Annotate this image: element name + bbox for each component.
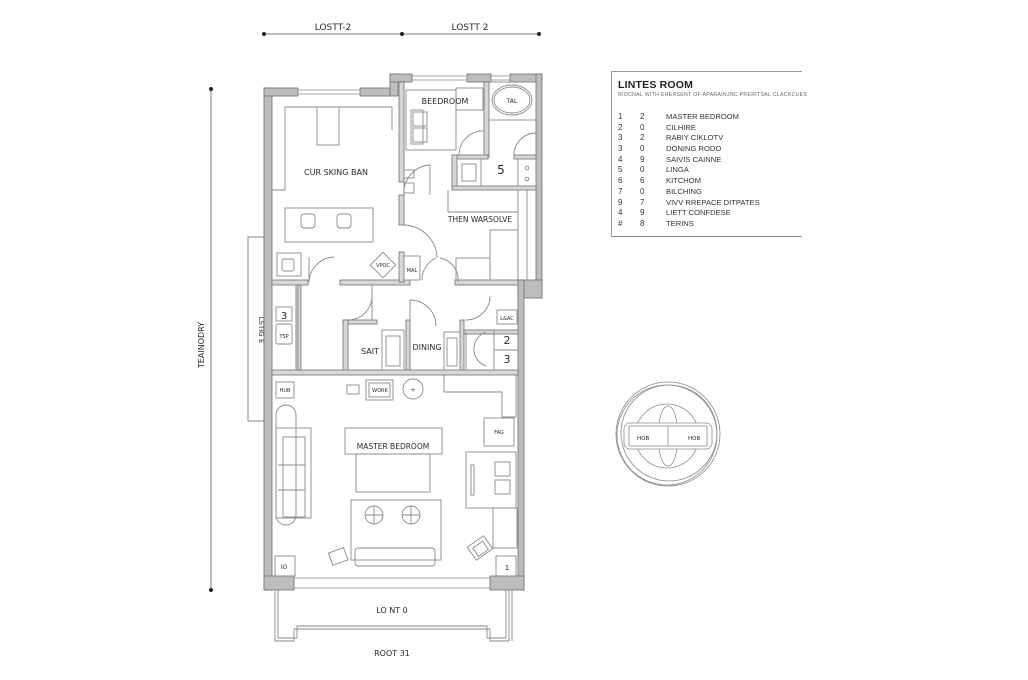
legend-room-name: MASTER BEDROOM — [666, 112, 739, 121]
legend-row: 2 0 CILHIRE — [618, 123, 760, 134]
interior-walls — [271, 81, 537, 376]
left-cabinet-label: TSP — [278, 334, 288, 340]
plus-icon: + — [410, 387, 415, 394]
master-bedroom-furniture — [274, 374, 518, 577]
fixture-label-work: WORK — [372, 388, 388, 394]
legend-count: 2 — [640, 133, 645, 143]
balcony-label: LO NT 0 — [376, 606, 408, 615]
dining-chairs — [364, 505, 421, 525]
top-dimension-line — [262, 32, 541, 36]
left-cabinet — [271, 284, 299, 371]
legend-row: 3 2 RABIY CIKLOTV — [618, 133, 760, 144]
utility-label-laundry: L&AC — [500, 316, 514, 322]
legend-index: 3 — [618, 144, 623, 154]
legend-count: 9 — [640, 154, 645, 164]
sait-dining-fixtures — [381, 329, 461, 371]
legend-count: 8 — [640, 218, 645, 228]
left-dimension-line — [209, 87, 213, 592]
bathtub — [488, 81, 537, 156]
legend-index: 4 — [618, 154, 623, 164]
legend-index: 1 — [618, 112, 623, 121]
legend-row: 1 2 MASTER BEDROOM — [618, 112, 760, 123]
room-label-living: CUR SKING BAN — [304, 168, 368, 177]
corner-label-left: IO — [281, 564, 288, 571]
legend-title: LINTES ROOM — [618, 79, 694, 91]
legend-row: 7 0 BILCHING — [618, 187, 760, 198]
hob-label-right: HOB — [688, 436, 700, 442]
living-room-furniture — [272, 106, 438, 283]
fixture-label-fag: FAG — [494, 430, 504, 436]
utility-number-3: 3 — [504, 353, 511, 366]
corridor-doors — [347, 285, 491, 327]
legend-row: 4 9 LIETT CONFDESE — [618, 208, 760, 219]
room-label-bedroom: BEEDROOM — [422, 97, 469, 106]
legend-count: 0 — [640, 122, 645, 132]
legend-index: 2 — [618, 122, 623, 132]
legend-count: 2 — [640, 112, 645, 121]
hob-detail-sketch — [615, 381, 721, 487]
legend-room-name: TERINS — [666, 218, 694, 228]
closet-label-vpoc: VPOC — [376, 263, 390, 269]
hall-furniture — [439, 190, 528, 283]
closet-label-mal: MAL — [407, 268, 418, 274]
legend-row: 5 0 LINGA — [618, 165, 760, 176]
legend-index: 6 — [618, 176, 623, 186]
legend-room-name: LINGA — [666, 165, 689, 175]
hob-label-left: HOB — [637, 436, 649, 442]
legend-index: 3 — [618, 133, 623, 143]
legend-room-name: KITCHOM — [666, 176, 702, 186]
legend-index: 7 — [618, 186, 623, 196]
legend-count: 0 — [640, 186, 645, 196]
legend-index: 9 — [618, 197, 623, 207]
legend-count: 7 — [640, 197, 645, 207]
legend-subtitle: RIOCNAL WITH EHERSENT OF APARAINJNC PRER… — [618, 92, 808, 98]
legend-room-name: SAIVIS CAINNE — [666, 154, 722, 164]
legend-room-name: CILHIRE — [666, 122, 696, 132]
room-label-sait: SAIT — [361, 347, 379, 356]
bedroom-furniture — [403, 87, 537, 197]
corner-label-right: 1 — [505, 564, 509, 572]
legend-index: 4 — [618, 208, 623, 218]
utility-number-2: 2 — [504, 334, 511, 347]
room-label-hall: THEN WARSOLVE — [447, 215, 512, 224]
legend-room-name: DONING RODO — [666, 144, 722, 154]
legend-index: 5 — [618, 165, 623, 175]
legend-room-name: RABIY CIKLOTV — [666, 133, 724, 143]
room-label-dining: DINING — [412, 343, 441, 352]
utility-area — [465, 309, 519, 371]
dimension-label-top-right: LOSTT 2 — [452, 23, 489, 33]
bath-number: 5 — [497, 163, 505, 177]
bottom-dimension-label: ROOT 31 — [374, 649, 410, 658]
legend-row: 9 7 VIVV RREPACE DITPATES — [618, 198, 760, 209]
dimension-label-left: TEAINODRY — [197, 322, 206, 369]
legend-row: 4 9 SAIVIS CAINNE — [618, 155, 760, 166]
legend-count: 0 — [640, 144, 645, 154]
bath-label-tub: TAL — [506, 98, 518, 105]
legend-index: # — [618, 218, 623, 228]
legend-row: #8 TERINS — [618, 219, 760, 230]
fixture-label-hub: HUB — [280, 388, 291, 394]
room-legend-panel: LINTES ROOM RIOCNAL WITH EHERSENT OF APA… — [611, 71, 807, 237]
closet-vpoc — [369, 251, 397, 279]
balcony — [274, 590, 513, 642]
windows — [294, 75, 510, 589]
legend-count: 0 — [640, 165, 645, 175]
legend-room-name: BILCHING — [666, 186, 702, 196]
left-cabinet-number: 3 — [281, 311, 287, 322]
legend-row: 3 0 DONING RODO — [618, 144, 760, 155]
room-label-master: MASTER BEDROOM — [357, 442, 429, 451]
legend-room-name: LIETT CONFDESE — [666, 208, 731, 218]
dimension-label-top-left: LOSTT-2 — [315, 23, 351, 33]
dimension-label-left-inner: LSTIG E — [257, 317, 265, 344]
closet-mal — [403, 255, 421, 281]
legend-row: 6 6 KITCHOM — [618, 176, 760, 187]
legend-count: 9 — [640, 208, 645, 218]
legend-room-name: VIVV RREPACE DITPATES — [666, 197, 760, 207]
legend-count: 6 — [640, 176, 645, 186]
